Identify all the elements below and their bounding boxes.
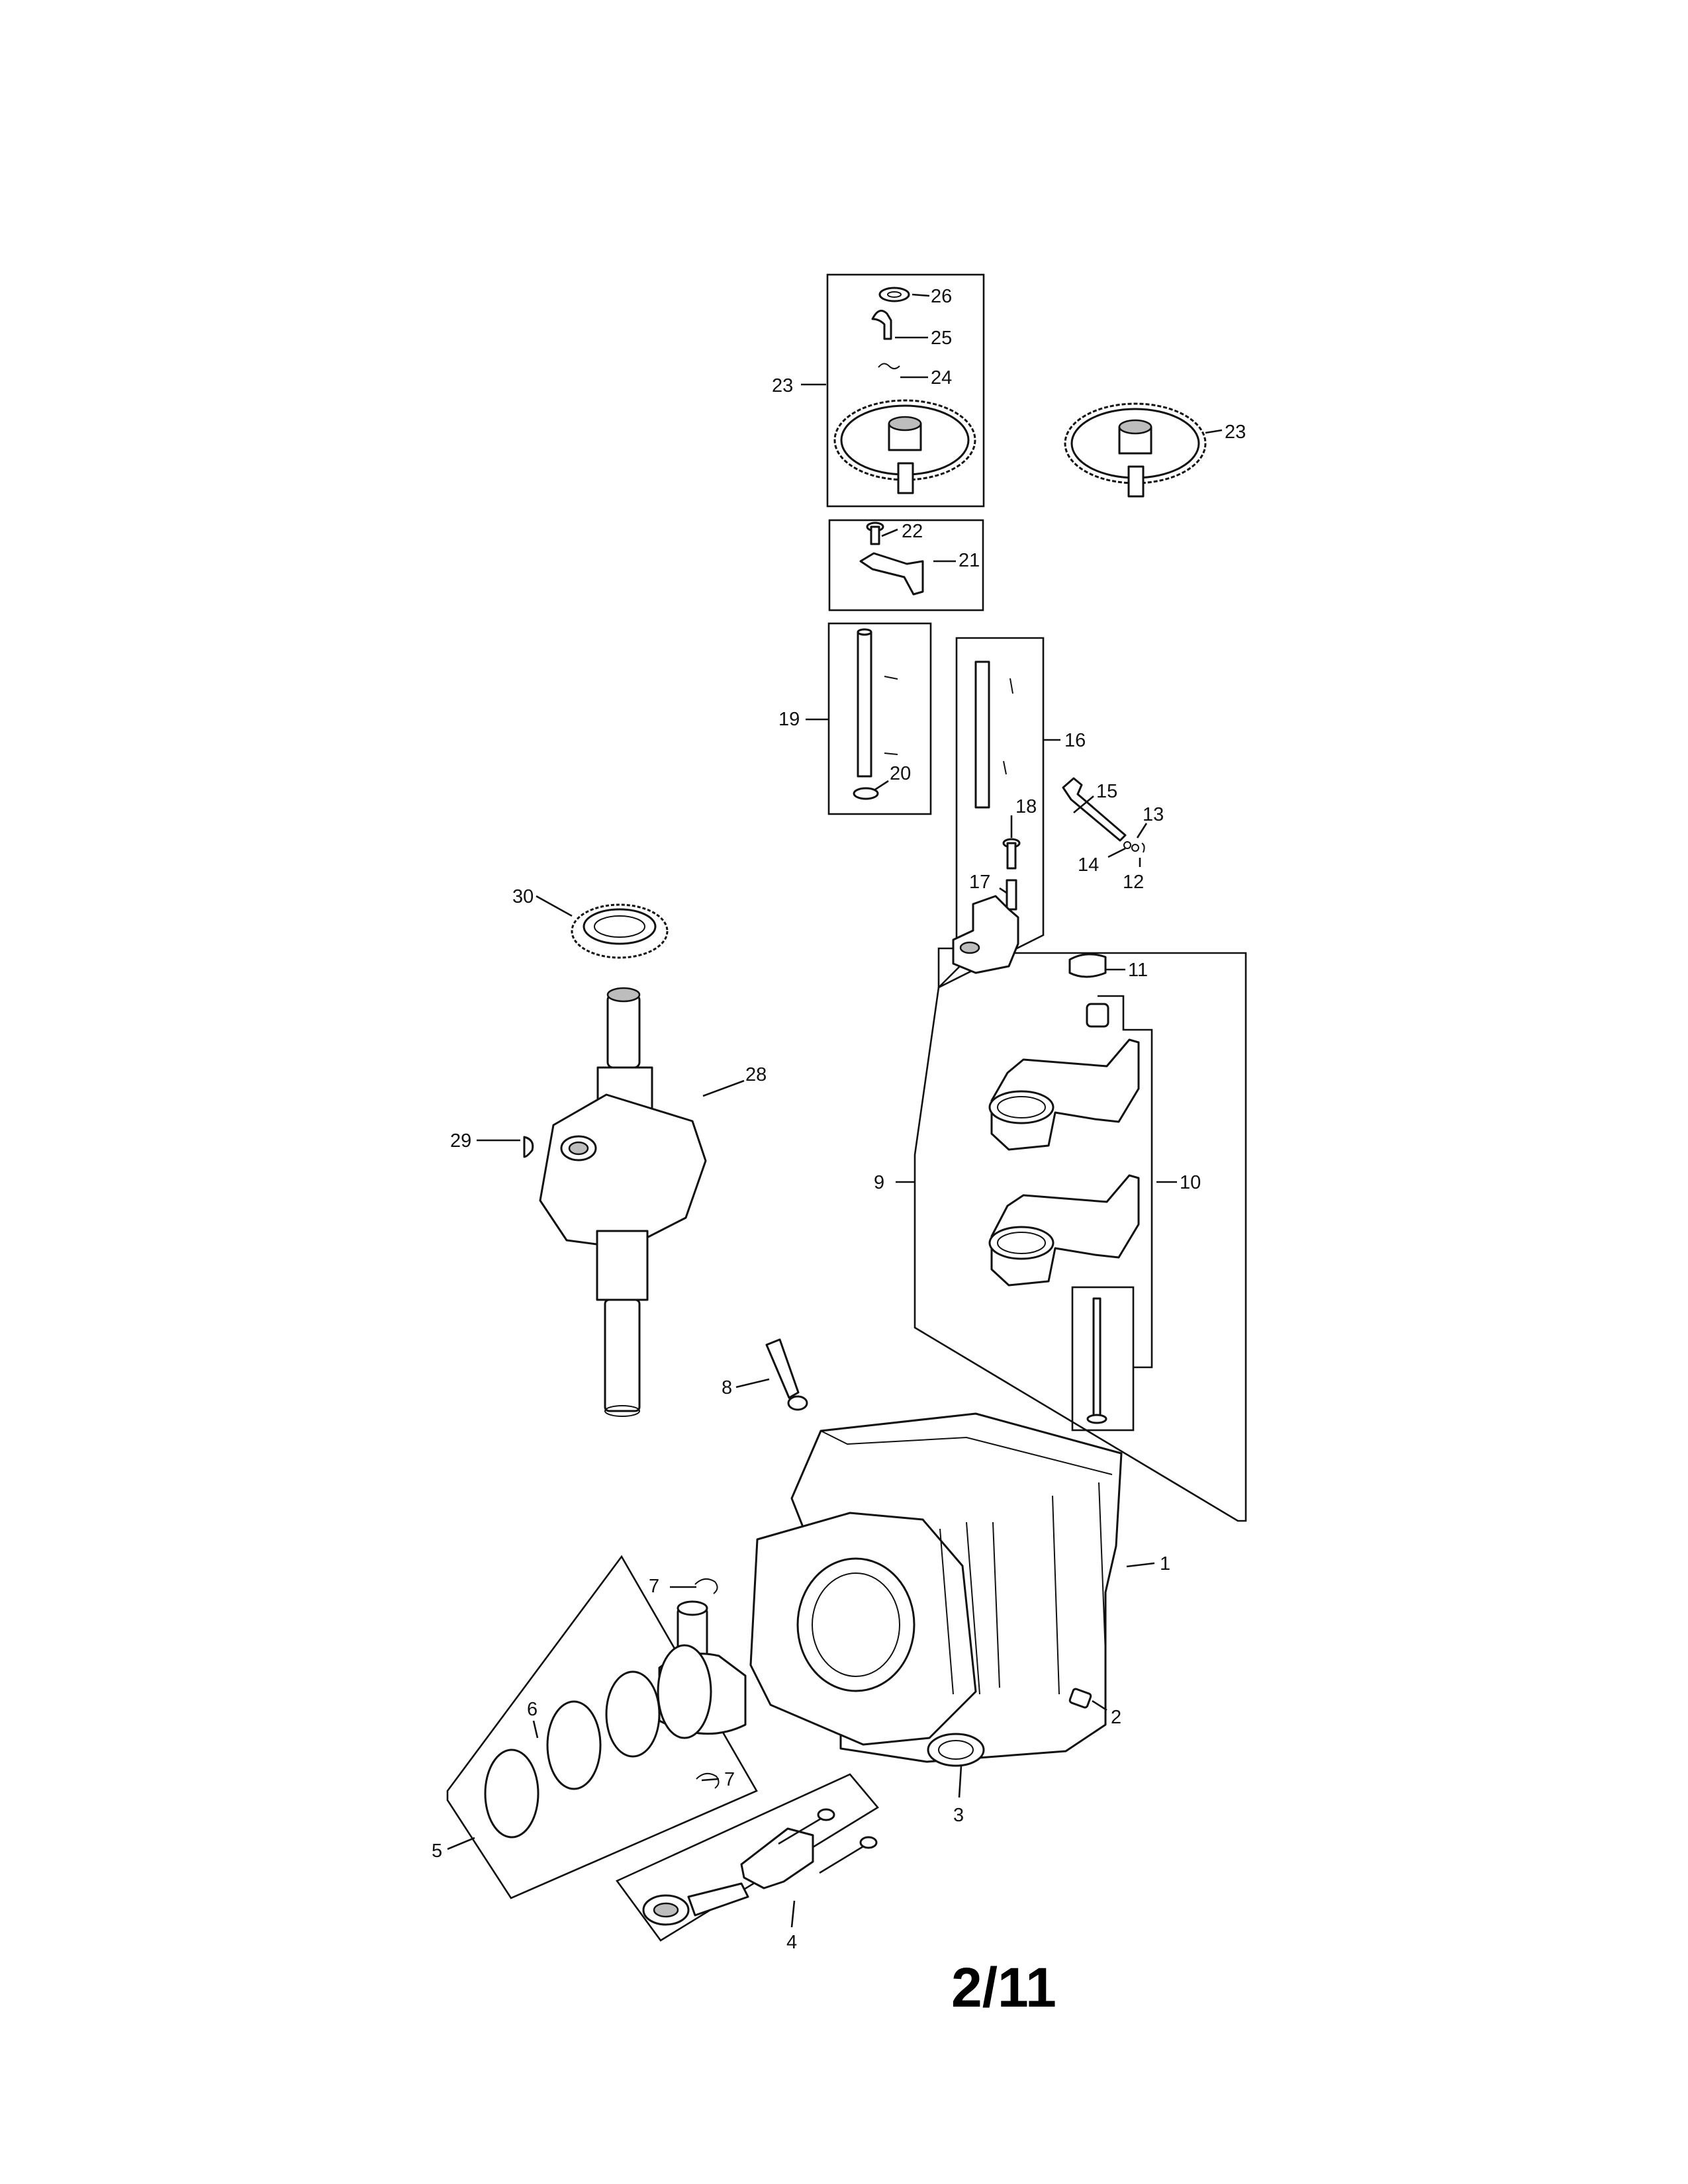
callout-15: 15 (1096, 781, 1117, 802)
callout-3: 3 (953, 1805, 964, 1826)
part-7-circlip-lower (696, 1772, 720, 1789)
part-10-cylinder-head-gasket-lower (988, 1174, 1140, 1287)
part-25-governor-cup (871, 310, 892, 340)
part-3-oil-seal (927, 1733, 985, 1767)
part-1-crankcase (749, 1412, 1123, 1763)
callout-17: 17 (969, 872, 990, 893)
part-15-oil-pickup (1062, 777, 1127, 842)
callout-25: 25 (931, 328, 952, 349)
box-part10 (1098, 995, 1153, 1369)
part-19-governor-shaft (857, 628, 898, 778)
part-21-governor-arm (859, 552, 924, 596)
box-governor-gear-kit (826, 273, 985, 508)
callout-21: 21 (959, 550, 980, 571)
callout-7-upper: 7 (649, 1576, 659, 1597)
page-number: 2/11 (951, 1956, 1056, 2019)
part-7-circlip-upper (694, 1578, 718, 1594)
callout-16: 16 (1064, 730, 1086, 751)
part-12-clip (1141, 842, 1145, 853)
callout-7-lower: 7 (724, 1769, 735, 1790)
part-10-head-bolt (1086, 1297, 1107, 1424)
callout-4: 4 (786, 1932, 797, 1953)
callout-13: 13 (1143, 804, 1164, 825)
callout-11: 11 (1128, 960, 1148, 981)
box-connecting-rod-kit (616, 1773, 879, 1942)
part-13-oring (1131, 844, 1139, 852)
box-governor-shaft-kit (827, 622, 932, 815)
part-10-cylinder-head-gasket-upper (988, 1038, 1140, 1151)
part-14-oring (1123, 841, 1131, 849)
callout-29: 29 (450, 1130, 471, 1152)
oil-pump-body (952, 895, 1019, 974)
part-28-crankshaft (539, 987, 707, 1417)
part-5-ring (484, 1749, 539, 1839)
box-head-gasket-kit (914, 952, 1247, 1522)
part-6-ring-1 (605, 1670, 661, 1758)
part-4-rod-bolt-lower (819, 1836, 878, 1874)
callout-1: 1 (1160, 1553, 1170, 1574)
part-16-oil-pump-shaft (974, 660, 1013, 809)
part-24-clip (878, 363, 900, 369)
callout-26: 26 (931, 286, 952, 307)
part-26-washer (878, 287, 910, 302)
callout-22: 22 (902, 521, 923, 542)
callout-2: 2 (1111, 1707, 1121, 1728)
oil-pump-port (959, 941, 980, 954)
box-piston-kit (446, 1555, 758, 1899)
part-2-drain-plug (1068, 1688, 1092, 1709)
part-6-ring-2 (546, 1700, 602, 1790)
callout-23-boxed: 23 (772, 375, 793, 396)
part-20-washer (853, 787, 879, 800)
leader-lines (447, 293, 1223, 1928)
callout-12: 12 (1123, 872, 1144, 893)
callout-6: 6 (527, 1699, 538, 1720)
callout-18: 18 (1015, 796, 1037, 817)
box-head-bolt (1071, 1286, 1135, 1432)
part-4-rod-bolt-upper (778, 1808, 835, 1845)
callout-19: 19 (778, 709, 800, 730)
part-10-cap (1086, 1003, 1109, 1028)
part-23-governor-gear (1064, 402, 1207, 498)
callout-28: 28 (745, 1064, 767, 1085)
part-11-valve-cover-seal (1068, 953, 1107, 978)
callout-5: 5 (432, 1841, 442, 1862)
part-22-bolt (866, 522, 884, 545)
callout-8: 8 (722, 1377, 732, 1398)
part-30-crank-gear (571, 903, 669, 959)
part-18-bolt (1002, 838, 1021, 870)
callout-23: 23 (1225, 422, 1246, 443)
callout-10: 10 (1180, 1172, 1201, 1193)
part-17-pin (1006, 879, 1017, 911)
part-8-breather-tube (765, 1338, 808, 1411)
callout-30: 30 (512, 886, 534, 907)
part-23-governor-gear-boxed (833, 399, 976, 494)
callout-9: 9 (874, 1172, 884, 1193)
part-4-connecting-rod (642, 1827, 814, 1926)
callout-20: 20 (890, 763, 911, 784)
callout-14: 14 (1078, 854, 1099, 876)
box-governor-arm-kit (828, 519, 984, 612)
part-29-woodruff-key (523, 1136, 534, 1158)
callout-24: 24 (931, 367, 952, 388)
piston (657, 1644, 747, 1739)
